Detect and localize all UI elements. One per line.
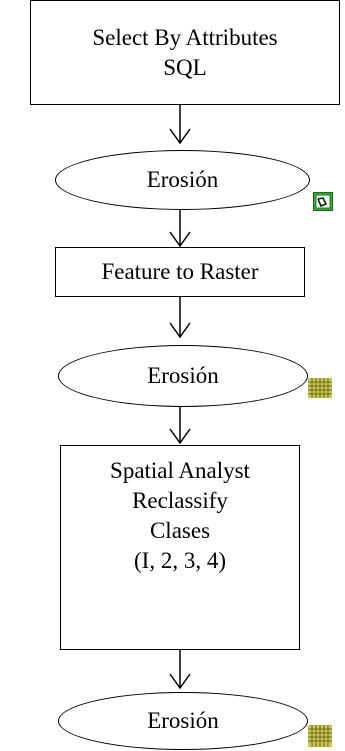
flow-arrow-3 — [169, 297, 191, 339]
reclassify-line-2: Reclassify — [132, 488, 228, 513]
erosion-ellipse-3: Erosión — [58, 692, 308, 750]
feature-to-raster-label: Feature to Raster — [101, 259, 259, 284]
erosion-ellipse-2: Erosión — [58, 345, 308, 407]
flow-arrow-1 — [169, 105, 191, 145]
shapefile-icon — [313, 192, 333, 211]
raster-grid-icon — [308, 378, 332, 398]
flow-arrow-2 — [169, 210, 191, 248]
feature-to-raster-box: Feature to Raster — [55, 247, 305, 297]
erosion-ellipse-1: Erosión — [55, 150, 310, 210]
flow-arrow-4 — [169, 407, 191, 445]
select-line-1: Select By Attributes — [92, 24, 278, 50]
select-by-attributes-box: Select By Attributes SQL — [30, 0, 340, 105]
reclassify-box: Spatial Analyst Reclassify Clases (I, 2,… — [60, 445, 300, 650]
reclassify-line-1: Spatial Analyst — [110, 458, 250, 483]
reclassify-line-4: (I, 2, 3, 4) — [134, 548, 226, 573]
erosion-label-3: Erosión — [147, 708, 219, 733]
raster-grid-icon — [308, 725, 332, 747]
erosion-label-1: Erosión — [146, 167, 219, 192]
reclassify-line-3: Clases — [149, 518, 211, 543]
erosion-label-2: Erosión — [147, 363, 219, 388]
flow-arrow-5 — [169, 650, 191, 690]
select-line-2: SQL — [163, 54, 207, 80]
